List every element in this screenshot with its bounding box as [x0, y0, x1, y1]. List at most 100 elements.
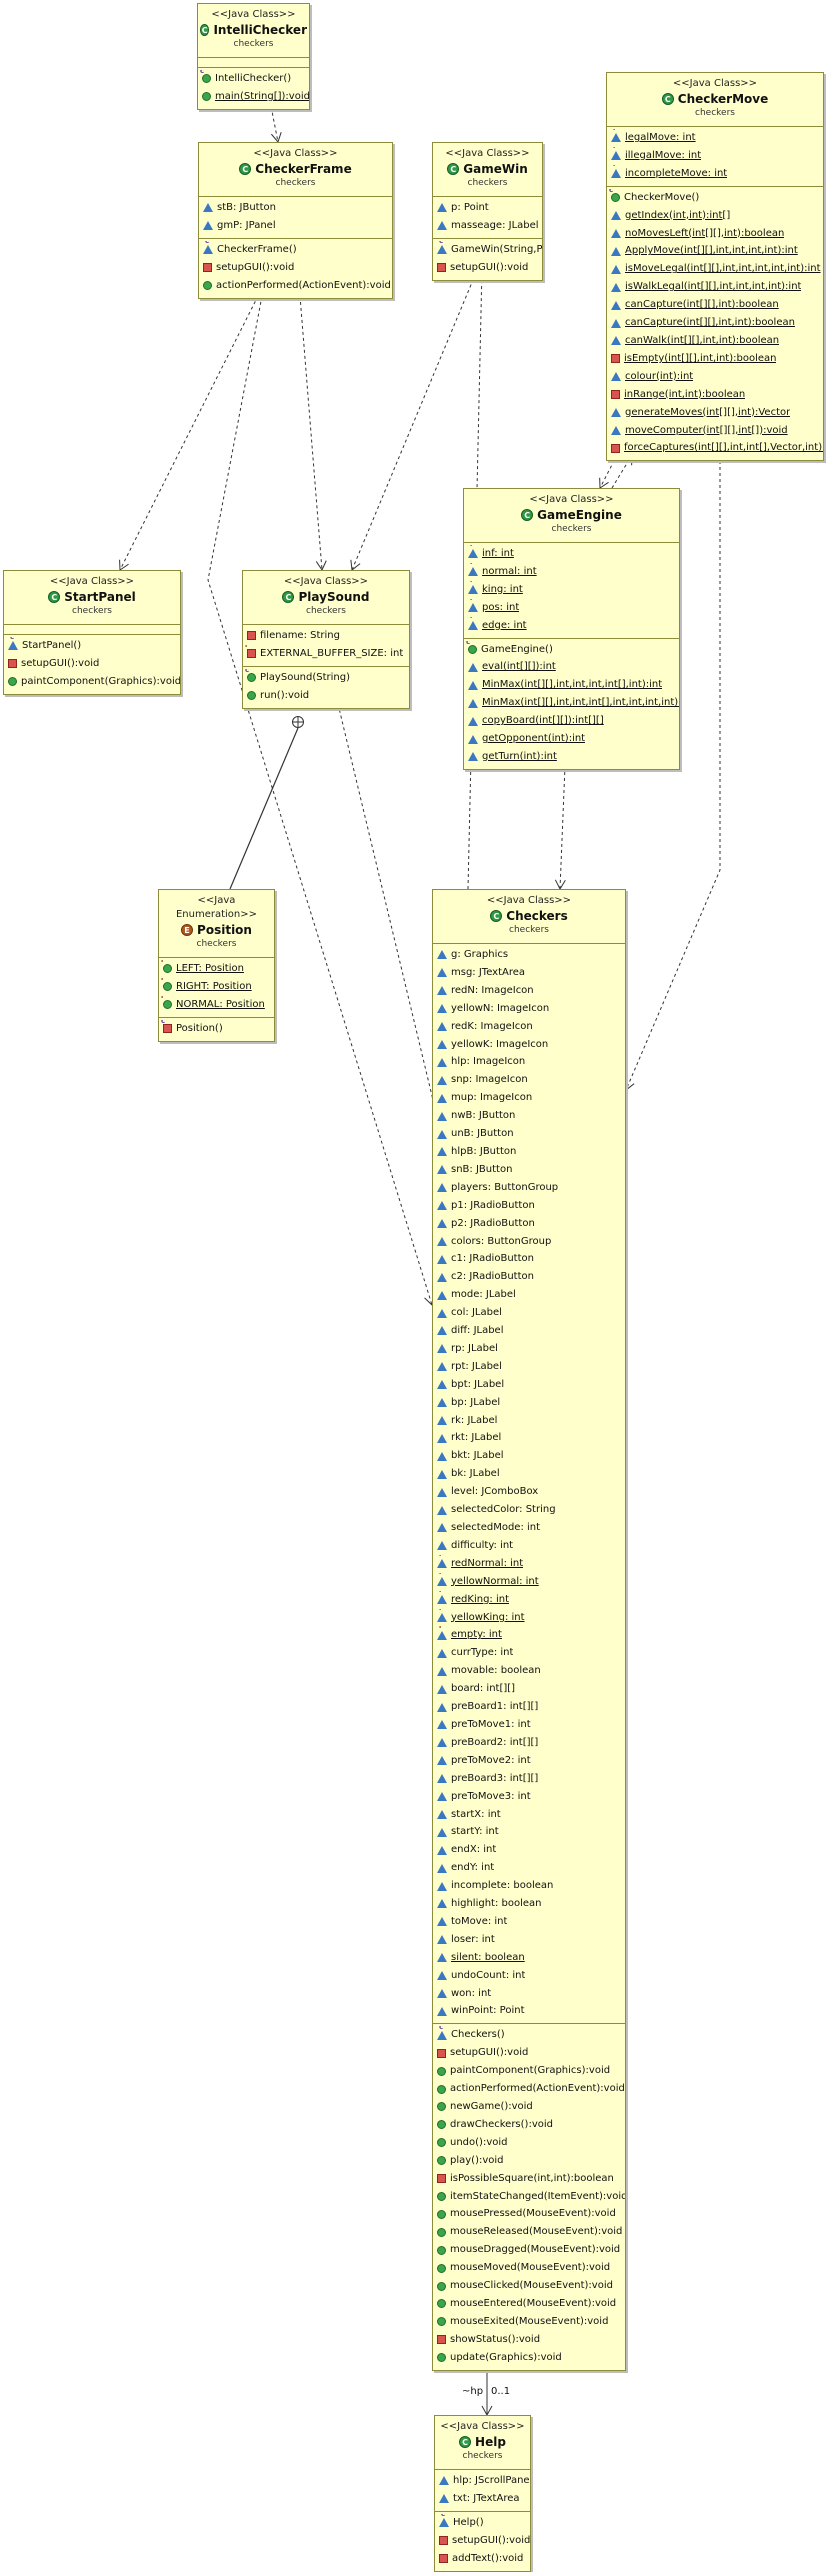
operation-row[interactable]: ApplyMove(int[][],int,int,int,int):int — [607, 242, 823, 260]
operation-row[interactable]: Checkers() — [433, 2026, 625, 2044]
attribute-row[interactable]: p1: JRadioButton — [433, 1197, 625, 1215]
attribute-row[interactable]: endX: int — [433, 1841, 625, 1859]
operation-row[interactable]: GameEngine() — [464, 641, 679, 659]
operation-row[interactable]: GameWin(String,Point) — [433, 241, 542, 259]
operation-row[interactable]: canCapture(int[][],int):boolean — [607, 296, 823, 314]
class-checkermove[interactable]: <<Java Class>>CCheckerMovecheckerslegalM… — [606, 72, 824, 462]
attribute-row[interactable]: difficulty: int — [433, 1537, 625, 1555]
attribute-row[interactable]: preToMove1: int — [433, 1716, 625, 1734]
operation-row[interactable]: setupGUI():void — [435, 2532, 530, 2550]
attribute-row[interactable]: preBoard3: int[][] — [433, 1770, 625, 1788]
attribute-row[interactable]: won: int — [433, 1985, 625, 2003]
operation-row[interactable]: IntelliChecker() — [198, 70, 309, 88]
attribute-row[interactable]: mode: JLabel — [433, 1286, 625, 1304]
operation-row[interactable]: newGame():void — [433, 2098, 625, 2116]
attribute-row[interactable]: msg: JTextArea — [433, 964, 625, 982]
operation-row[interactable]: inRange(int,int):boolean — [607, 386, 823, 404]
attribute-row[interactable]: c1: JRadioButton — [433, 1250, 625, 1268]
attribute-row[interactable]: silent: boolean — [433, 1949, 625, 1967]
attribute-row[interactable]: undoCount: int — [433, 1967, 625, 1985]
operation-row[interactable]: drawCheckers():void — [433, 2116, 625, 2134]
operation-row[interactable]: isEmpty(int[][],int,int):boolean — [607, 350, 823, 368]
attribute-row[interactable]: pos: int — [464, 599, 679, 617]
attribute-row[interactable]: bk: JLabel — [433, 1465, 625, 1483]
attribute-row[interactable]: bkt: JLabel — [433, 1447, 625, 1465]
class-startpanel[interactable]: <<Java Class>>CStartPanelcheckersStartPa… — [3, 570, 181, 695]
attribute-row[interactable]: currType: int — [433, 1644, 625, 1662]
attribute-row[interactable]: filename: String — [243, 627, 409, 645]
operation-row[interactable]: update(Graphics):void — [433, 2349, 625, 2367]
operation-row[interactable]: mouseExited(MouseEvent):void — [433, 2313, 625, 2331]
operation-row[interactable]: run():void — [243, 687, 409, 705]
operation-row[interactable]: getTurn(int):int — [464, 748, 679, 766]
class-intellichecker[interactable]: <<Java Class>>CIntelliCheckercheckersInt… — [197, 3, 310, 110]
attribute-row[interactable]: rkt: JLabel — [433, 1429, 625, 1447]
operation-row[interactable]: actionPerformed(ActionEvent):void — [199, 277, 392, 295]
attribute-row[interactable]: LEFT: Position — [159, 960, 274, 978]
operation-row[interactable]: MinMax(int[][],int,int,int[],int,int,int… — [464, 694, 679, 712]
attribute-row[interactable]: redN: ImageIcon — [433, 982, 625, 1000]
attribute-row[interactable]: preToMove2: int — [433, 1752, 625, 1770]
operation-row[interactable]: mouseClicked(MouseEvent):void — [433, 2277, 625, 2295]
attribute-row[interactable]: snB: JButton — [433, 1161, 625, 1179]
attribute-row[interactable]: bp: JLabel — [433, 1394, 625, 1412]
attribute-row[interactable]: redNormal: int — [433, 1555, 625, 1573]
attribute-row[interactable]: rp: JLabel — [433, 1340, 625, 1358]
attribute-row[interactable]: normal: int — [464, 563, 679, 581]
attribute-row[interactable]: redK: ImageIcon — [433, 1018, 625, 1036]
operation-row[interactable]: main(String[]):void — [198, 88, 309, 106]
operation-row[interactable]: showStatus():void — [433, 2331, 625, 2349]
operation-row[interactable]: setupGUI():void — [433, 259, 542, 277]
operation-row[interactable]: forceCaptures(int[][],int,int[],Vector,i… — [607, 439, 823, 457]
operation-row[interactable]: mouseReleased(MouseEvent):void — [433, 2223, 625, 2241]
attribute-row[interactable]: level: JComboBox — [433, 1483, 625, 1501]
attribute-row[interactable]: edge: int — [464, 617, 679, 635]
attribute-row[interactable]: legalMove: int — [607, 129, 823, 147]
attribute-row[interactable]: rpt: JLabel — [433, 1358, 625, 1376]
operation-row[interactable]: undo():void — [433, 2134, 625, 2152]
attribute-row[interactable]: hlpB: JButton — [433, 1143, 625, 1161]
attribute-row[interactable]: yellowKing: int — [433, 1609, 625, 1627]
attribute-row[interactable]: NORMAL: Position — [159, 996, 274, 1014]
operation-row[interactable]: setupGUI():void — [433, 2044, 625, 2062]
operation-row[interactable]: eval(int[][]):int — [464, 658, 679, 676]
attribute-row[interactable]: highlight: boolean — [433, 1895, 625, 1913]
attribute-row[interactable]: p: Point — [433, 199, 542, 217]
operation-row[interactable]: colour(int):int — [607, 368, 823, 386]
operation-row[interactable]: mouseDragged(MouseEvent):void — [433, 2241, 625, 2259]
attribute-row[interactable]: board: int[][] — [433, 1680, 625, 1698]
attribute-row[interactable]: RIGHT: Position — [159, 978, 274, 996]
operation-row[interactable]: getIndex(int,int):int[] — [607, 207, 823, 225]
attribute-row[interactable]: incompleteMove: int — [607, 165, 823, 183]
operation-row[interactable]: generateMoves(int[][],int):Vector — [607, 404, 823, 422]
operation-row[interactable]: paintComponent(Graphics):void — [4, 673, 180, 691]
operation-row[interactable]: moveComputer(int[][],int[]):void — [607, 422, 823, 440]
operation-row[interactable]: mouseEntered(MouseEvent):void — [433, 2295, 625, 2313]
attribute-row[interactable]: diff: JLabel — [433, 1322, 625, 1340]
attribute-row[interactable]: snp: ImageIcon — [433, 1071, 625, 1089]
operation-row[interactable]: actionPerformed(ActionEvent):void — [433, 2080, 625, 2098]
attribute-row[interactable]: colors: ButtonGroup — [433, 1233, 625, 1251]
attribute-row[interactable]: g: Graphics — [433, 946, 625, 964]
operation-row[interactable]: noMovesLeft(int[][],int):boolean — [607, 225, 823, 243]
operation-row[interactable]: setupGUI():void — [199, 259, 392, 277]
operation-row[interactable]: copyBoard(int[][]):int[][] — [464, 712, 679, 730]
attribute-row[interactable]: toMove: int — [433, 1913, 625, 1931]
attribute-row[interactable]: stB: JButton — [199, 199, 392, 217]
attribute-row[interactable]: c2: JRadioButton — [433, 1268, 625, 1286]
operation-row[interactable]: mouseMoved(MouseEvent):void — [433, 2259, 625, 2277]
attribute-row[interactable]: loser: int — [433, 1931, 625, 1949]
attribute-row[interactable]: unB: JButton — [433, 1125, 625, 1143]
attribute-row[interactable]: selectedMode: int — [433, 1519, 625, 1537]
attribute-row[interactable]: p2: JRadioButton — [433, 1215, 625, 1233]
attribute-row[interactable]: endY: int — [433, 1859, 625, 1877]
attribute-row[interactable]: nwB: JButton — [433, 1107, 625, 1125]
attribute-row[interactable]: rk: JLabel — [433, 1412, 625, 1430]
attribute-row[interactable]: yellowN: ImageIcon — [433, 1000, 625, 1018]
attribute-row[interactable]: bpt: JLabel — [433, 1376, 625, 1394]
attribute-row[interactable]: gmP: JPanel — [199, 217, 392, 235]
attribute-row[interactable]: txt: JTextArea — [435, 2490, 530, 2508]
